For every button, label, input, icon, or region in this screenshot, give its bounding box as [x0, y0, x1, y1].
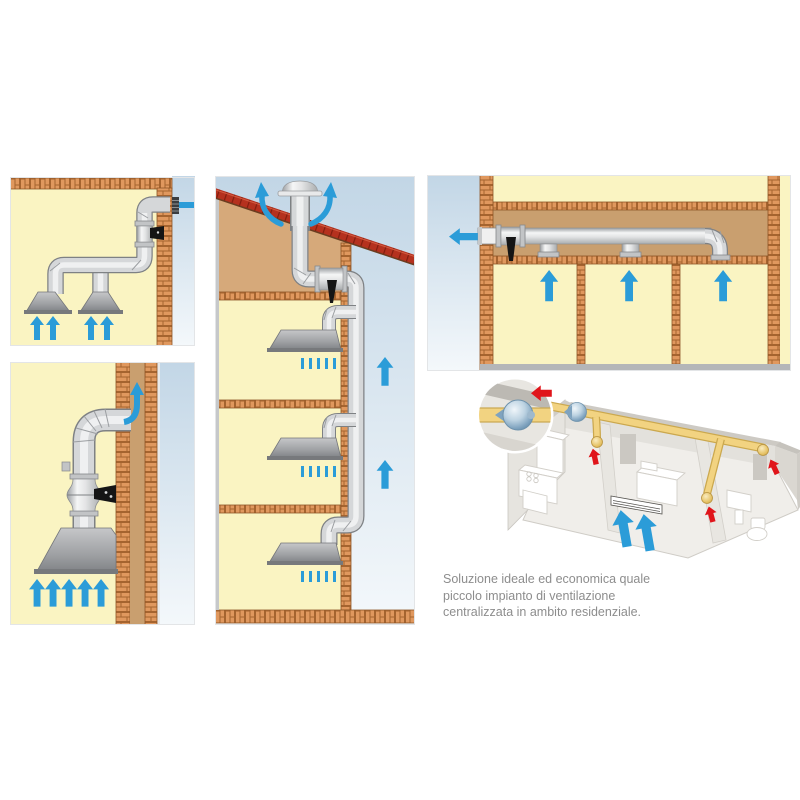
panel-wall-exhaust-two-hoods	[10, 176, 195, 346]
right-wall	[775, 446, 797, 500]
inline-fan-icon	[495, 224, 526, 261]
right-outer-wall	[768, 175, 780, 371]
fan-bracket	[506, 237, 516, 261]
floor-slab-brick	[215, 505, 351, 513]
panel-cavity-riser-hood-svg	[10, 362, 195, 625]
panel-wall-exhaust-two-hoods-svg	[10, 176, 195, 346]
duct-run	[277, 180, 365, 545]
panel-roof-riser-multistorey	[215, 176, 415, 625]
washbasin	[726, 489, 752, 525]
base-brick-strip	[215, 610, 415, 623]
sky	[172, 176, 195, 346]
panel-ceiling-manifold-svg	[427, 175, 791, 371]
kitchen-units	[517, 428, 570, 515]
baseboard	[480, 364, 791, 371]
blue-curved-arrow-icon	[123, 382, 144, 425]
inline-fan-icon	[314, 265, 348, 303]
floor-slab-brick	[215, 400, 351, 408]
caption: Soluzione ideale ed economica quale picc…	[443, 571, 693, 621]
building-left-edge	[215, 198, 219, 610]
fan-zoom-inset	[476, 376, 554, 454]
doorway	[620, 434, 636, 464]
extract-valve	[701, 492, 713, 504]
caption-line: Soluzione ideale ed economica quale	[443, 572, 651, 586]
inner-brick-leaf	[116, 362, 130, 625]
floor-3-hood-branch	[267, 305, 356, 369]
hob-rings	[526, 471, 539, 484]
wall-cavity	[130, 362, 145, 625]
panel-cavity-riser-hood	[10, 362, 195, 625]
exterior-grille-icon	[172, 197, 179, 214]
panel-3d-apartment	[445, 372, 800, 565]
caption-line: centralizzata in ambito residenziale.	[443, 605, 642, 619]
slab-brick-upper	[493, 202, 780, 210]
sky	[427, 175, 480, 371]
floor-slab-brick	[215, 292, 351, 300]
floor-1-hood-branch	[267, 542, 343, 582]
partition-wall	[577, 264, 585, 364]
sky	[160, 362, 195, 625]
extractor-hood	[34, 527, 118, 574]
floor-2-hood-branch	[267, 413, 356, 477]
slab-brick-lower	[493, 256, 780, 264]
duct-network	[535, 399, 769, 504]
extractor-hood-left	[24, 291, 72, 314]
caption-line: piccolo impianto di ventilazione	[443, 588, 616, 603]
doorway	[753, 454, 767, 480]
panel-ceiling-manifold	[427, 175, 791, 371]
outer-brick-leaf	[145, 362, 157, 625]
inline-fan-icon	[66, 473, 116, 517]
left-outer-wall	[480, 175, 493, 371]
duct-clamp	[61, 461, 71, 472]
blue-curved-arrow-icons	[255, 182, 337, 227]
extract-valve	[591, 436, 603, 448]
inline-fan-icon	[134, 220, 164, 248]
duct-run	[47, 196, 170, 294]
toilet	[746, 517, 768, 541]
fan-bracket	[327, 280, 337, 303]
bed	[636, 460, 686, 507]
partition-wall	[672, 264, 680, 364]
panel-roof-riser-svg	[215, 176, 415, 625]
extract-valve	[757, 444, 769, 456]
fan-bracket	[94, 485, 116, 503]
ceiling-brick-strip	[10, 178, 172, 189]
upper-room-strip	[493, 175, 780, 202]
panel-3d-apartment-svg	[476, 376, 800, 559]
duct-run	[477, 227, 731, 261]
apartment-cutaway	[507, 399, 800, 559]
extractor-hood-right	[78, 291, 123, 314]
